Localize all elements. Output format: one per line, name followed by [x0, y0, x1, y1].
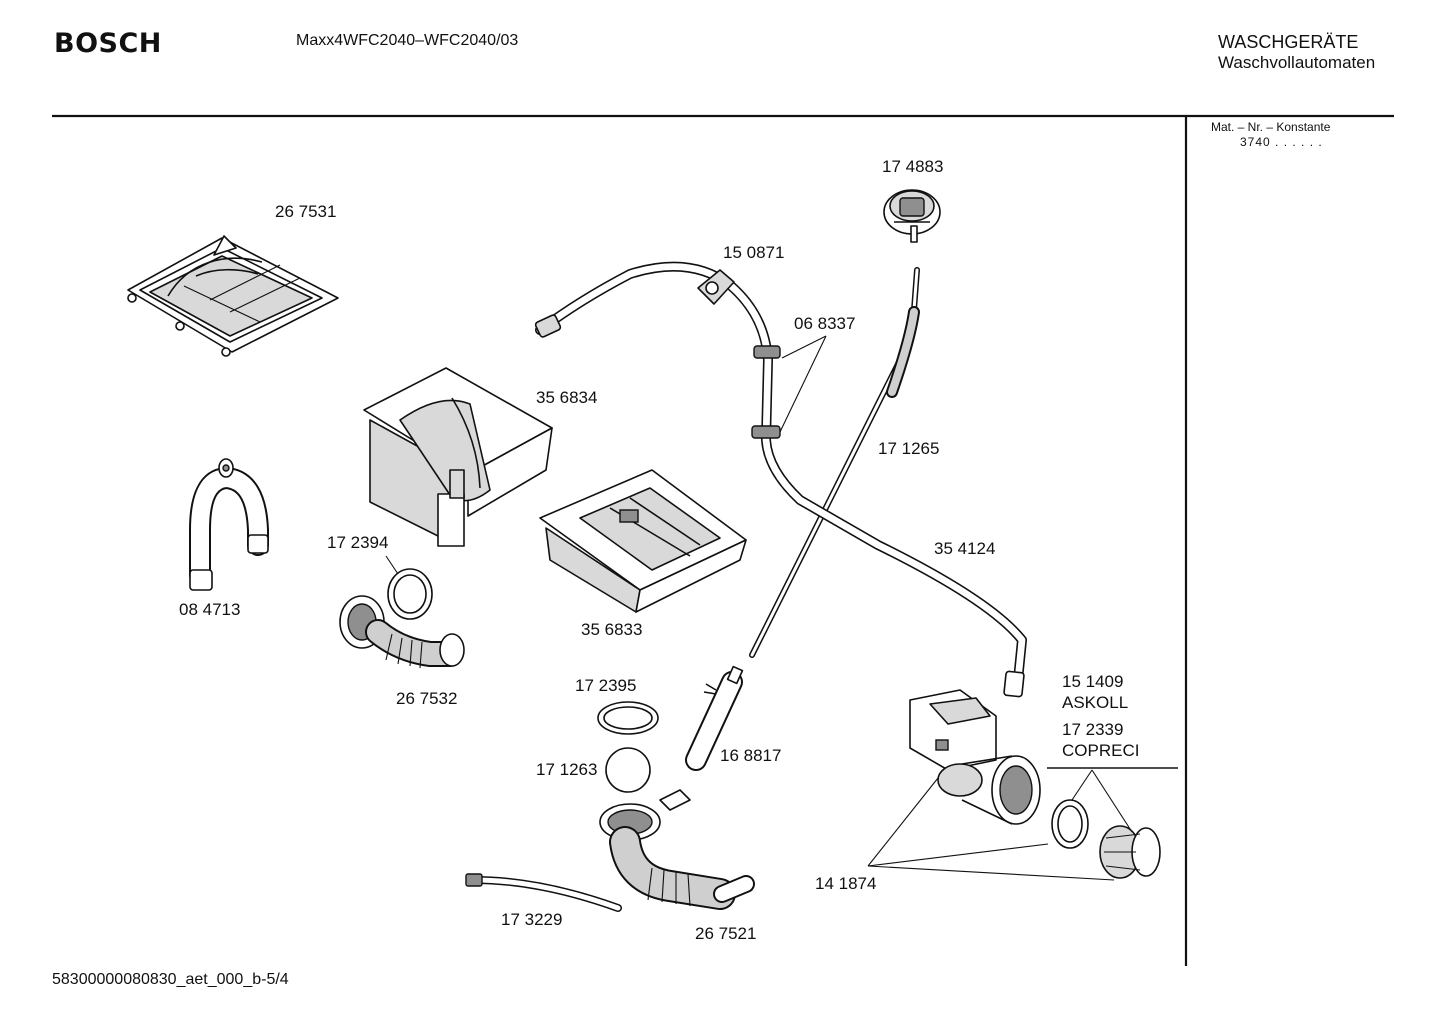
- part-150871-hose-clamp: [697, 269, 735, 305]
- part-label-171263[interactable]: 17 1263: [536, 760, 598, 779]
- leader-172339-a: [1071, 769, 1093, 801]
- part-label-084713[interactable]: 08 4713: [179, 600, 241, 619]
- part-label-171265[interactable]: 17 1265: [878, 439, 940, 458]
- part-171265-pressure-tube: [749, 267, 920, 658]
- part-151409-drain-pump: [909, 689, 1041, 825]
- part-label-068337[interactable]: 06 8337: [794, 314, 856, 333]
- part-084713-u-pipe: [189, 458, 269, 591]
- brand-logo: BOSCH: [54, 28, 162, 59]
- document-code: 58300000080830_aet_000_b-5/4: [52, 971, 289, 988]
- leader-141874-a: [867, 777, 939, 867]
- material-number-label: Mat. – Nr. – Konstante: [1211, 120, 1331, 134]
- part-label-168817[interactable]: 16 8817: [720, 746, 782, 765]
- pump-filter: [1099, 825, 1161, 879]
- part-168817-cylinder: [685, 665, 744, 771]
- part-356834-detergent-housing: [363, 367, 553, 547]
- part-172394-o-ring: [387, 568, 433, 620]
- part-173229-small-hose: [465, 873, 622, 912]
- part-267521-sump-hose: [599, 789, 755, 910]
- part-174883-pressure-switch: [883, 189, 941, 243]
- material-number-value: 3740 . . . . . .: [1240, 135, 1323, 149]
- part-label-356834[interactable]: 35 6834: [536, 388, 598, 407]
- part-068337-clips: [751, 345, 781, 439]
- leader-172339-b: [1091, 769, 1133, 833]
- leader-068337-a: [781, 335, 827, 359]
- model-number: Maxx4WFC2040–WFC2040/03: [296, 32, 519, 49]
- part-label-141874[interactable]: 14 1874: [815, 874, 877, 893]
- category-title: WASCHGERÄTE: [1218, 32, 1359, 52]
- part-267531-cover: [127, 235, 339, 357]
- leader-141874-b: [867, 843, 1049, 867]
- part-171263-ball: [605, 747, 651, 793]
- part-label-172339[interactable]: 17 2339: [1062, 720, 1124, 739]
- leader-141874-c: [867, 865, 1115, 881]
- part-label-150871[interactable]: 15 0871: [723, 243, 785, 262]
- part-label-174883[interactable]: 17 4883: [882, 157, 944, 176]
- part-172395-gasket: [597, 701, 659, 735]
- part-label-173229[interactable]: 17 3229: [501, 910, 563, 929]
- part-label-267531[interactable]: 26 7531: [275, 202, 337, 221]
- filter-seal-inner: [1057, 805, 1083, 843]
- part-267532-bellows-hose: [339, 595, 465, 669]
- part-label-151409[interactable]: 15 1409: [1062, 672, 1124, 691]
- part-label-copreci: COPRECI: [1062, 741, 1140, 760]
- part-label-267521[interactable]: 26 7521: [695, 924, 757, 943]
- part-356833-detergent-drawer: [539, 469, 747, 613]
- part-label-267532[interactable]: 26 7532: [396, 689, 458, 708]
- category-subtitle: Waschvollautomaten: [1218, 53, 1376, 72]
- part-label-354124[interactable]: 35 4124: [934, 539, 996, 558]
- part-label-172394[interactable]: 17 2394: [327, 533, 389, 552]
- leader-172394: [385, 555, 399, 575]
- part-354124-long-hose: [534, 261, 1027, 698]
- leader-068337-b: [779, 335, 827, 433]
- part-label-askoll: ASKOLL: [1062, 693, 1129, 712]
- part-label-172395[interactable]: 17 2395: [575, 676, 637, 695]
- part-label-356833[interactable]: 35 6833: [581, 620, 643, 639]
